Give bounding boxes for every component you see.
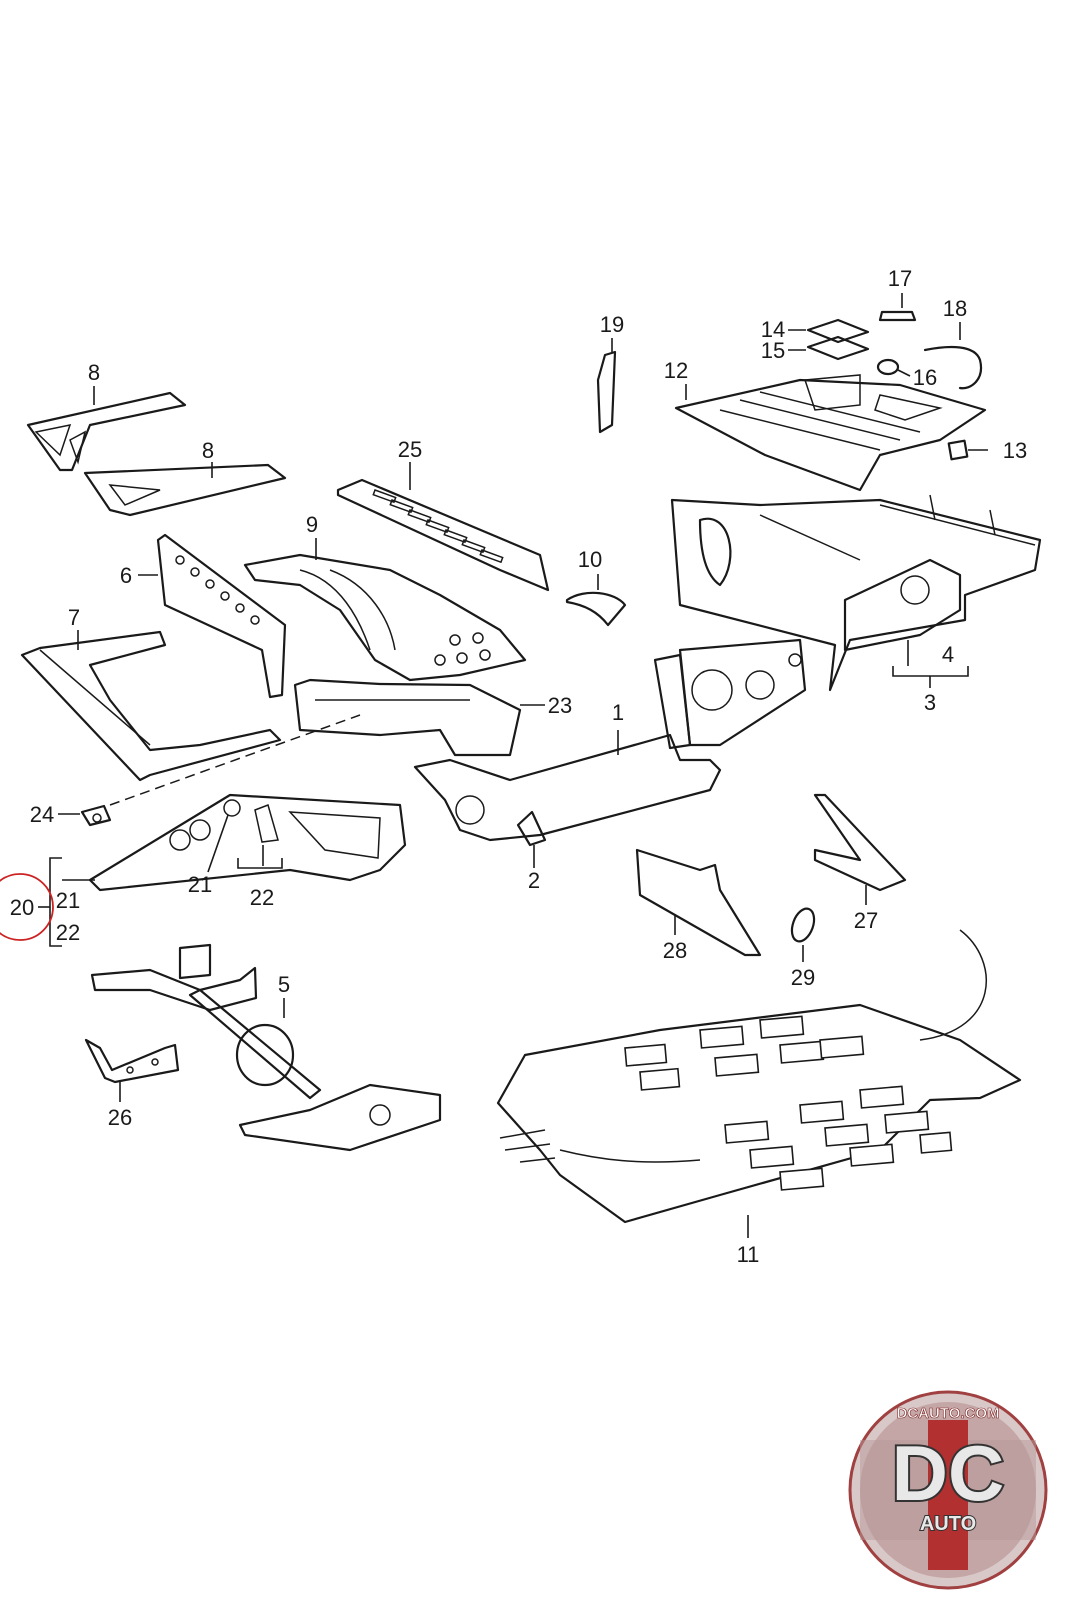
label-24: 24 bbox=[30, 802, 54, 827]
label-6: 6 bbox=[120, 563, 132, 588]
label-4: 4 bbox=[942, 642, 954, 667]
label-15: 15 bbox=[761, 338, 785, 363]
part-9-wheelhouse bbox=[243, 538, 527, 682]
label-20-bracket bbox=[38, 857, 95, 947]
label-22-part: 22 bbox=[250, 885, 274, 910]
dcauto-logo: DCAUTO.COM DC AUTO bbox=[848, 1390, 1048, 1590]
logo-url-text: DCAUTO.COM bbox=[896, 1405, 999, 1422]
part-29-plug bbox=[790, 907, 816, 962]
part-19-pillar bbox=[596, 338, 617, 434]
label-7: 7 bbox=[68, 605, 80, 630]
part-labels: 1 2 3 4 5 6 7 8 8 9 10 11 12 13 14 15 16… bbox=[10, 266, 1027, 1267]
label-16: 16 bbox=[913, 365, 937, 390]
label-2: 2 bbox=[528, 868, 540, 893]
part-27-brace bbox=[813, 793, 907, 905]
part-2-bracket bbox=[516, 810, 547, 868]
label-20-highlight-ring bbox=[0, 873, 54, 941]
label-25: 25 bbox=[398, 437, 422, 462]
part-25-tray bbox=[336, 462, 550, 592]
label-27: 27 bbox=[854, 908, 878, 933]
label-23: 23 bbox=[548, 693, 572, 718]
label-13: 13 bbox=[1003, 438, 1027, 463]
part-12-front-floor bbox=[674, 374, 987, 492]
label-8-lower: 8 bbox=[202, 438, 214, 463]
label-20: 20 bbox=[10, 895, 34, 920]
part-28-brace bbox=[635, 848, 762, 957]
part-23-member bbox=[293, 678, 545, 757]
part-3-4-rear-frame bbox=[670, 494, 1042, 692]
label-11: 11 bbox=[737, 1242, 760, 1267]
part-10-cap bbox=[565, 574, 627, 627]
part-26-bracket bbox=[84, 1038, 180, 1102]
label-18: 18 bbox=[943, 296, 967, 321]
label-8-upper: 8 bbox=[88, 360, 100, 385]
part-8-upper-panel bbox=[26, 386, 187, 472]
logo-auto-text: AUTO bbox=[920, 1513, 976, 1535]
part-1-tunnel bbox=[413, 638, 807, 842]
part-14-plate bbox=[788, 318, 870, 344]
label-5: 5 bbox=[278, 972, 290, 997]
label-14: 14 bbox=[761, 317, 785, 342]
label-3: 3 bbox=[924, 690, 936, 715]
label-21-bracket: 21 bbox=[56, 888, 80, 913]
part-6-wall bbox=[138, 533, 287, 699]
part-7-sill bbox=[20, 630, 282, 782]
label-28: 28 bbox=[663, 938, 687, 963]
part-17-bracket bbox=[878, 293, 917, 322]
part-24-clip bbox=[58, 714, 361, 827]
label-10: 10 bbox=[578, 547, 602, 572]
label-1: 1 bbox=[612, 700, 624, 725]
part-16-grommet bbox=[876, 358, 911, 377]
label-12: 12 bbox=[664, 358, 688, 383]
label-29: 29 bbox=[791, 965, 815, 990]
part-15-gasket bbox=[788, 335, 870, 361]
label-22-bracket: 22 bbox=[56, 920, 80, 945]
part-13-clip bbox=[947, 439, 988, 461]
logo-dc-text: DC bbox=[892, 1429, 1005, 1517]
part-5-axle-beam bbox=[90, 943, 442, 1152]
part-8-lower-panel bbox=[83, 462, 287, 517]
label-17: 17 bbox=[888, 266, 912, 291]
label-19: 19 bbox=[600, 312, 624, 337]
label-26: 26 bbox=[108, 1105, 132, 1130]
part-20-assembly bbox=[88, 793, 407, 892]
label-21-part: 21 bbox=[188, 872, 212, 897]
part-11-floor-pan bbox=[496, 929, 1022, 1238]
part-18-rod bbox=[923, 322, 983, 390]
label-9: 9 bbox=[306, 512, 318, 537]
